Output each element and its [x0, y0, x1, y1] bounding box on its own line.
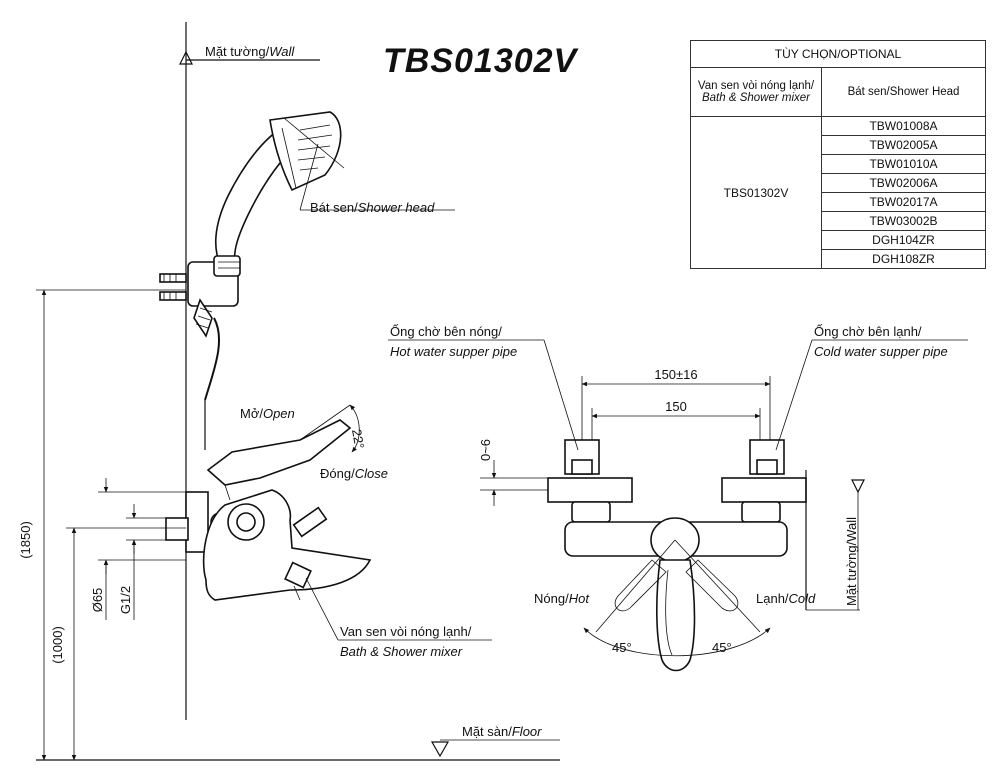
- col1-label-en: Bath & Shower mixer: [701, 92, 810, 104]
- dim-65-label: Ø65: [90, 588, 105, 613]
- front-wall-label: Mặt tường/Wall: [844, 517, 859, 606]
- col1-label-vn: Van sen vòi nóng lạnh/: [697, 80, 815, 92]
- optional-table-header: TÙY CHỌN/OPTIONAL: [690, 40, 986, 68]
- shower-head-model: TBW02005A: [821, 135, 986, 155]
- shower-head-model: TBW02017A: [821, 192, 986, 212]
- cold-pipe-label-en: Cold water supper pipe: [814, 344, 948, 359]
- shower-head-model: TBW03002B: [821, 211, 986, 231]
- handle-angle-indicator: [299, 404, 360, 453]
- dimension-65: [98, 478, 186, 620]
- shower-holder: [187, 255, 241, 401]
- dim-1850-label: (1850): [18, 521, 33, 559]
- angle-45-left: 45°: [612, 640, 632, 655]
- dim-1000-label: (1000): [50, 626, 65, 664]
- wall-top-label: Mặt tường/Wall: [205, 44, 295, 59]
- handle-rotation-ghosts: [583, 539, 771, 657]
- dimension-1000: [66, 527, 186, 761]
- mixer-side-view: [165, 419, 372, 601]
- shower-head-model: DGH104ZR: [821, 230, 986, 250]
- shower-head-model: TBW01008A: [821, 116, 986, 136]
- dim-g12-label: G1/2: [118, 586, 133, 614]
- shower-head-nozzles: [297, 124, 333, 171]
- cold-pipe-leader: [775, 339, 968, 451]
- front-wall-line: [805, 470, 865, 611]
- dimension-0-6: [480, 460, 548, 506]
- optional-table-col2: Bát sen/Shower Head: [821, 67, 986, 117]
- dim-150-label: 150: [665, 399, 687, 414]
- cold-label: Lạnh/Cold: [756, 591, 816, 606]
- shower-head-model: DGH108ZR: [821, 249, 986, 269]
- cold-pipe-label-vn: Ống chờ bên lạnh/: [814, 324, 922, 339]
- mixer-model-cell: TBS01302V: [690, 116, 822, 269]
- dim-0-6-label: 0~6: [478, 439, 493, 461]
- dimension-150-16: [581, 376, 771, 440]
- dimension-150: [591, 408, 761, 440]
- hot-pipe-leader: [388, 339, 579, 451]
- shower-head-model: TBW02006A: [821, 173, 986, 193]
- dimension-g12: [126, 504, 166, 620]
- hot-pipe-label-vn: Ống chờ bên nóng/: [390, 324, 502, 339]
- floor-line: [36, 739, 560, 761]
- close-label: Đóng/Close: [320, 466, 388, 481]
- shower-head: [214, 111, 455, 271]
- hot-pipe-label-en: Hot water supper pipe: [390, 344, 517, 359]
- shower-head-label: Bát sen/Shower head: [310, 200, 435, 215]
- optional-table: TÙY CHỌN/OPTIONAL Van sen vòi nóng lạnh/…: [690, 40, 986, 269]
- wall-line: [179, 22, 320, 720]
- mixer-label-vn: Van sen vòi nóng lạnh/: [340, 624, 472, 639]
- hot-label: Nóng/Hot: [534, 591, 590, 606]
- open-label: Mở/Open: [240, 406, 295, 421]
- dimension-1850: [36, 289, 186, 761]
- model-title: TBS01302V: [383, 42, 580, 80]
- mixer-label-en: Bath & Shower mixer: [340, 644, 463, 659]
- optional-table-col1: Van sen vòi nóng lạnh/ Bath & Shower mix…: [690, 67, 822, 117]
- wall-screws: [159, 273, 187, 301]
- angle-45-right: 45°: [712, 640, 732, 655]
- shower-head-model: TBW01010A: [821, 154, 986, 174]
- mixer-front-view: [547, 439, 807, 672]
- floor-label: Mặt sàn/Floor: [462, 724, 542, 739]
- angle-22-label: 22°: [349, 428, 367, 450]
- dim-150-16-label: 150±16: [654, 367, 697, 382]
- mixer-leader: [305, 577, 492, 641]
